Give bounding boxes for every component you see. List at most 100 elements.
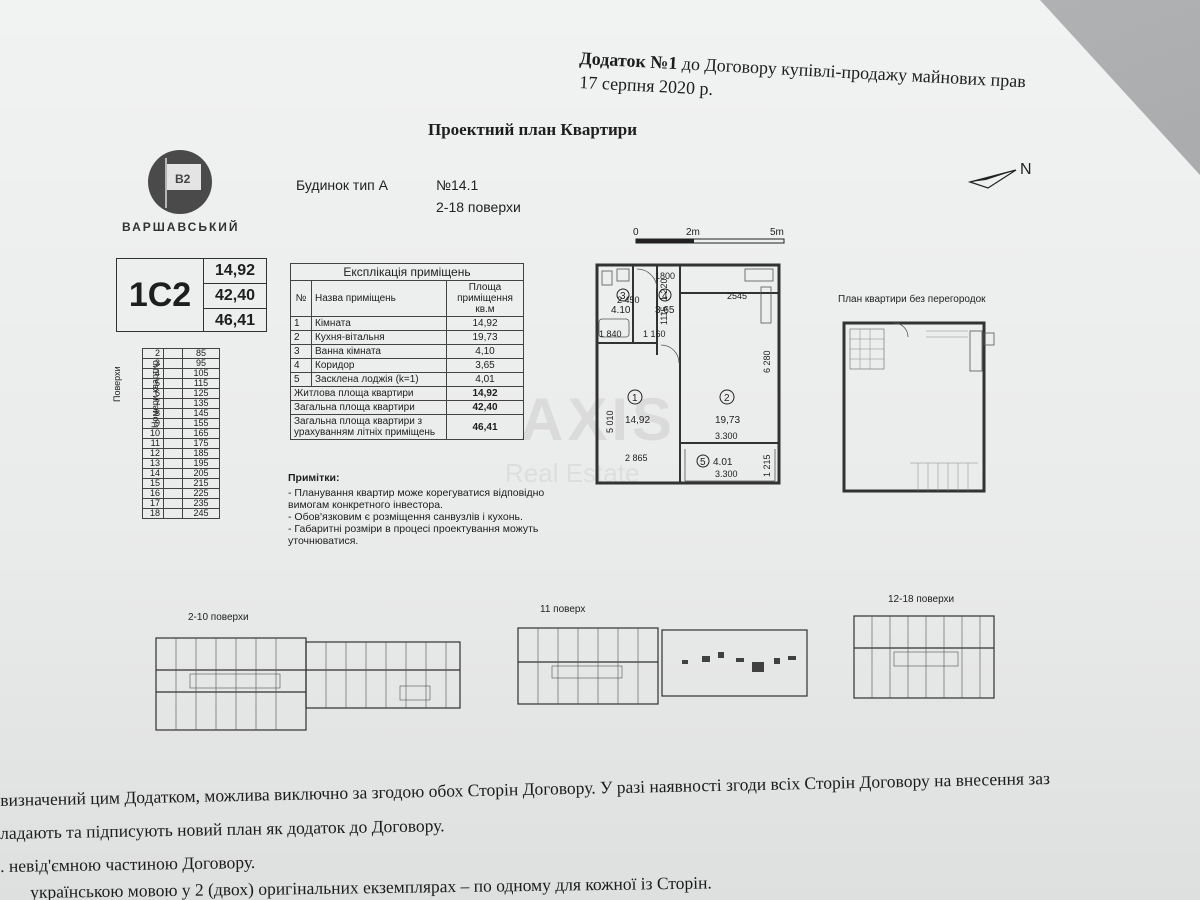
apartment-number: 145 (182, 408, 220, 419)
total-label: Житлова площа квартири (290, 386, 447, 401)
dim-2865: 2 865 (625, 453, 648, 463)
floor-number: 5 (142, 378, 164, 389)
floor-row: 14 205 (128, 468, 220, 479)
floor-number: 15 (142, 478, 164, 489)
floor-number: 3 (142, 358, 164, 369)
notes-title: Примітки: (288, 472, 340, 484)
floor-plan-2-10 (155, 637, 461, 731)
apartment-number: 185 (182, 448, 220, 459)
floor-plan-11 (517, 627, 808, 705)
dim-2545: 2545 (727, 291, 747, 301)
room-number: 5 (290, 372, 312, 387)
room-name: Ванна кімната (311, 344, 447, 359)
dim-3300a: 3.300 (715, 431, 738, 441)
logo: В2 (148, 150, 212, 214)
logo-letters: В2 (175, 172, 191, 186)
contract-line-1: визначений цим Додатком, можлива виключн… (0, 768, 1051, 810)
apartment-code: 1С2 (116, 258, 204, 332)
col-no: № (290, 280, 312, 317)
room-5-number: 5 (700, 457, 706, 468)
plan-title: Проектний план Квартири (428, 120, 638, 139)
dim-3300b: 3.300 (715, 469, 738, 479)
apartment-number: 135 (182, 398, 220, 409)
room-5-area: 4.01 (713, 457, 733, 468)
note-item: - Обов'язковим є розміщення санвузлів і … (288, 511, 523, 523)
floor-number: 18 (142, 508, 164, 519)
room-number: 2 (290, 330, 312, 345)
apartment-number: 125 (182, 388, 220, 399)
apartment-number: 215 (182, 478, 220, 489)
total-label: Загальна площа квартири з урахуванням лі… (290, 414, 447, 440)
floor-number: 10 (142, 428, 164, 439)
room-name: Кухня-вітальня (311, 330, 447, 345)
apartment-number: 235 (182, 498, 220, 509)
apartment-number: 95 (182, 358, 220, 369)
floor-number: 14 (142, 468, 164, 479)
apartment-floor-plan: 1800 2545 1 840 1 160 2 865 3.300 3.300 … (595, 263, 781, 485)
room-area: 19,73 (446, 330, 524, 345)
dim-1840: 1 840 (599, 329, 622, 339)
contract-line-2: ладають та підписують новий план як дода… (0, 815, 445, 843)
dim-1800: 1800 (655, 271, 675, 281)
floor-number: 2 (142, 348, 164, 359)
floor-row: 3 95 (128, 358, 220, 369)
note-item: - Планування квартир може корегуватися в… (288, 487, 545, 511)
apartment-number: 105 (182, 368, 220, 379)
floor-row: 5 115 (128, 378, 220, 389)
total-value: 14,92 (446, 386, 524, 401)
room-name: Засклена лоджія (k=1) (311, 372, 447, 387)
explication-total-row: Загальна площа квартири з урахуванням лі… (290, 414, 524, 440)
explication-table: Експлікація приміщень № Назва приміщень … (290, 263, 524, 440)
total-value: 42,40 (446, 400, 524, 415)
apartment-number: 115 (182, 378, 220, 389)
col-name: Назва приміщень (311, 280, 447, 317)
floor-row: 2 85 (128, 348, 220, 359)
note-item: - Габаритні розміри в процесі проектуван… (288, 523, 539, 547)
building-number: №14.1 (436, 177, 479, 193)
notes: Примітки: - Планування квартир може коре… (288, 472, 558, 547)
floor-row: 15 215 (128, 478, 220, 489)
explication-title: Експлікація приміщень (290, 263, 524, 281)
room-3-number: 3 (620, 291, 626, 302)
apartment-number: 225 (182, 488, 220, 499)
floors-vertical-label: Поверхи (112, 366, 122, 402)
col-area: Площа приміщення кв.м (446, 280, 524, 317)
building-type: Будинок тип А (296, 177, 388, 193)
total-label: Загальна площа квартири (290, 400, 447, 415)
room-3-area: 4.10 (611, 305, 631, 316)
floor-plan-label-12-18: 12-18 поверхи (888, 594, 955, 605)
appendix-date: 17 серпня 2020 р. (578, 72, 714, 99)
apartment-number: 175 (182, 438, 220, 449)
apartment-number: 85 (182, 348, 220, 359)
apartment-number: 205 (182, 468, 220, 479)
contract-line-4: українською мовою у 2 (двох) оригінальни… (30, 872, 712, 900)
logo-name: ВАРШАВСЬКИЙ (122, 220, 240, 234)
floor-number: 9 (142, 418, 164, 429)
scale-2m: 2m (686, 227, 700, 238)
room-1-area: 14,92 (625, 415, 650, 426)
apartment-number: 195 (182, 458, 220, 469)
north-label: N (1020, 161, 1032, 178)
apartment-number: 155 (182, 418, 220, 429)
room-2-number: 2 (724, 393, 730, 404)
room-1-number: 1 (632, 393, 638, 404)
total-value: 46,41 (446, 414, 524, 440)
dim-1215: 1 215 (762, 454, 772, 477)
